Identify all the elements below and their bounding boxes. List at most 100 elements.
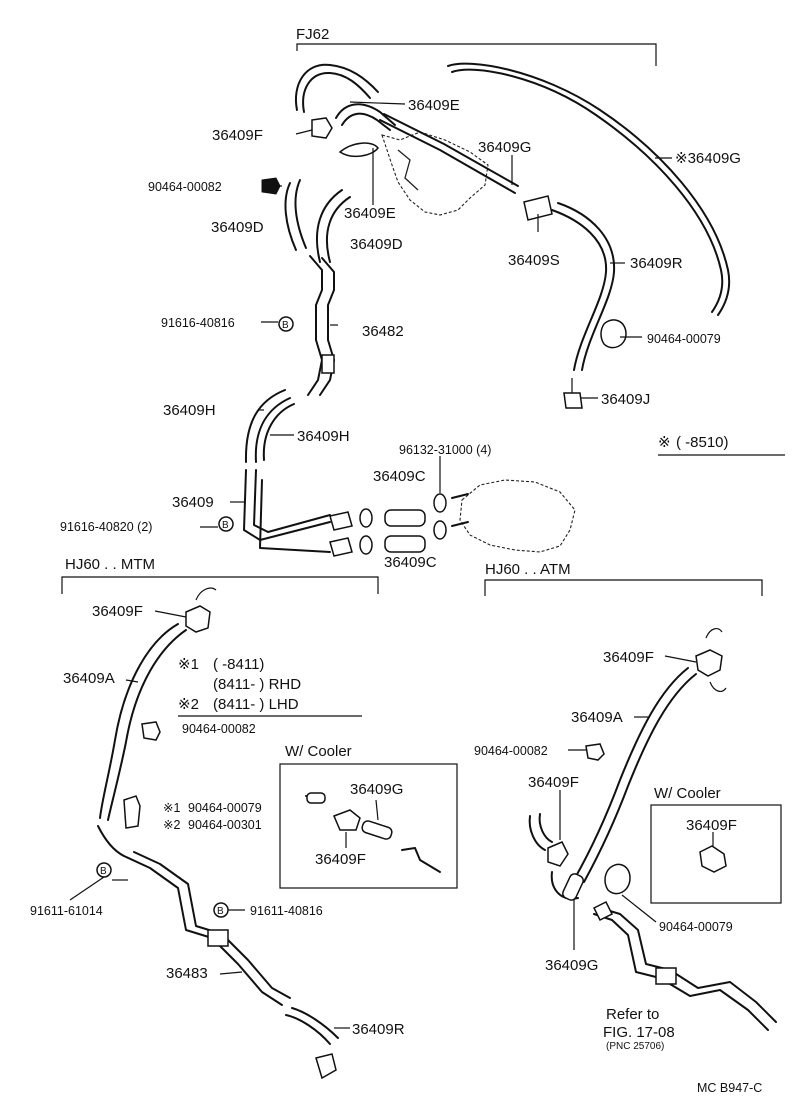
label-91611-40816: 91611-40816 bbox=[250, 904, 323, 918]
pipe-to-36409G-2 bbox=[383, 113, 519, 187]
hose-36409G-star-outline bbox=[451, 68, 724, 313]
hose-36409A-atm-a bbox=[574, 667, 689, 879]
clip-96132-c bbox=[433, 493, 447, 513]
label-90464-00082-mtm: 90464-00082 bbox=[182, 722, 256, 736]
label-91611-61014: 91611-61014 bbox=[30, 904, 103, 918]
label-90464-00082-atm: 90464-00082 bbox=[474, 744, 548, 758]
hose-36409E bbox=[335, 103, 396, 126]
valve-mtm-bottom bbox=[315, 1053, 337, 1080]
hose-36409A-mtm-bottom bbox=[97, 825, 125, 857]
label-36409A-mtm: 36409A bbox=[63, 670, 115, 687]
note-range-8510: ( -8510) bbox=[676, 434, 729, 451]
pipe-36409-b bbox=[253, 469, 331, 533]
engine-port-1 bbox=[451, 493, 469, 499]
note-clip-star1: ※1 bbox=[163, 801, 180, 815]
leader-90464-00079-atm bbox=[621, 894, 657, 923]
bracket-36483 bbox=[207, 929, 229, 947]
clip-90464-00082-atm bbox=[585, 743, 605, 761]
label-36409G-atm: 36409G bbox=[545, 957, 598, 974]
label-w-cooler-mtm: W/ Cooler bbox=[285, 743, 352, 760]
hj60-atm-section: HJ60 . . ATM W/ Cooler bbox=[474, 561, 782, 1052]
pipe-bracket-36482 bbox=[321, 354, 335, 374]
hose-36409A-mtm-b bbox=[107, 629, 187, 821]
valve-36409S bbox=[523, 195, 553, 221]
pipe-36483-a bbox=[123, 855, 283, 1006]
label-36409E-2: 36409E bbox=[344, 205, 396, 222]
connector-stub-atm-top bbox=[705, 628, 723, 639]
hose-atm-curve-a bbox=[528, 815, 546, 851]
leader-36409E-1 bbox=[349, 101, 406, 105]
hj60-mtm-section: HJ60 . . MTM ※1 ( -8411) (8411- ) RHD ※2… bbox=[30, 556, 458, 1080]
engine-detail bbox=[397, 149, 419, 191]
label-36409H-1: 36409H bbox=[163, 402, 216, 419]
pipe-36409-a bbox=[243, 469, 331, 541]
fitting-lower bbox=[329, 537, 353, 557]
fitting-atm bbox=[592, 900, 614, 922]
hose-36409G-star bbox=[447, 62, 731, 316]
mtm-bracket bbox=[61, 576, 379, 594]
hose-top-loop-inner bbox=[302, 71, 371, 113]
note-n1-rhd: (8411- ) RHD bbox=[213, 676, 301, 693]
fitting-upper bbox=[329, 511, 353, 531]
leader-36409F-1 bbox=[295, 129, 313, 135]
connector-36409F-atm bbox=[695, 649, 723, 677]
connector-36409F bbox=[311, 117, 333, 139]
hose-36409G-cool bbox=[361, 820, 393, 840]
note-star1: ※1 bbox=[178, 656, 199, 673]
valve-36409J bbox=[563, 392, 583, 409]
label-36409S: 36409S bbox=[508, 252, 560, 269]
label-36409F-cool: 36409F bbox=[315, 851, 366, 868]
connector-stub-atm-bottom bbox=[709, 681, 727, 692]
connector-36409F-atm-cool bbox=[699, 845, 727, 873]
clip-90464-00079 bbox=[600, 319, 627, 349]
leader-91611-61014 bbox=[69, 876, 105, 901]
pipe-36409-c bbox=[259, 479, 331, 553]
connector-36409F-cool bbox=[333, 809, 361, 831]
clip-90464-n1-n2 bbox=[123, 795, 141, 829]
label-36409F-1: 36409F bbox=[212, 127, 263, 144]
hose-36409D-2a bbox=[316, 189, 343, 263]
bolt-b-text-2: B bbox=[222, 520, 229, 531]
label-90464-00079-n1: 90464-00079 bbox=[188, 801, 262, 815]
pipe-36482 bbox=[307, 255, 323, 396]
hose-36409H-2a bbox=[262, 403, 295, 461]
atm-bracket bbox=[484, 579, 763, 596]
pipe-36482-b bbox=[319, 257, 335, 396]
hose-36409D-1a bbox=[284, 182, 297, 251]
label-36409F-atm-cool: 36409F bbox=[686, 817, 737, 834]
hose-36409E-inner bbox=[341, 112, 391, 131]
label-w-cooler-atm: W/ Cooler bbox=[654, 785, 721, 802]
hose-36409C-lower bbox=[384, 535, 426, 553]
hose-36409D-1b bbox=[294, 179, 307, 249]
note-star2: ※2 bbox=[178, 696, 199, 713]
connector-36409F-mtm bbox=[185, 605, 211, 633]
box-w-cooler-mtm bbox=[279, 763, 458, 889]
label-36409J: 36409J bbox=[601, 391, 650, 408]
label-36409F-mtm: 36409F bbox=[92, 603, 143, 620]
label-36482: 36482 bbox=[362, 323, 404, 340]
pipe-to-36409G bbox=[379, 119, 516, 194]
hose-36409A-mtm-a bbox=[99, 623, 179, 819]
label-36409: 36409 bbox=[172, 494, 214, 511]
hose-36409R-mtm-a bbox=[285, 1014, 331, 1045]
engine-port-2 bbox=[451, 521, 469, 527]
cooler-pipe-end bbox=[401, 847, 441, 873]
note-clip-star2: ※2 bbox=[163, 818, 180, 832]
engine-outline-bottom bbox=[459, 479, 576, 553]
label-36409F-atm-2: 36409F bbox=[528, 774, 579, 791]
section-title-hj60-mtm: HJ60 . . MTM bbox=[65, 556, 155, 573]
connector-stub-mtm bbox=[195, 587, 217, 601]
label-96132-31000: 96132-31000 (4) bbox=[399, 443, 491, 457]
label-36409R-1: 36409R bbox=[630, 255, 683, 272]
diagram-code: MC B947-C bbox=[697, 1081, 762, 1095]
label-36409A-atm: 36409A bbox=[571, 709, 623, 726]
hose-36409A-atm-b bbox=[583, 673, 697, 883]
bolt-b-text-3: B bbox=[100, 866, 107, 877]
note-n1-line: ( -8411) bbox=[213, 656, 264, 673]
label-36409F-atm-1: 36409F bbox=[603, 649, 654, 666]
label-91616-40820: 91616-40820 (2) bbox=[60, 520, 152, 534]
label-90464-00082-1: 90464-00082 bbox=[148, 180, 222, 194]
connector-36409F-atm-2 bbox=[547, 841, 569, 867]
bracket-atm bbox=[655, 967, 677, 985]
